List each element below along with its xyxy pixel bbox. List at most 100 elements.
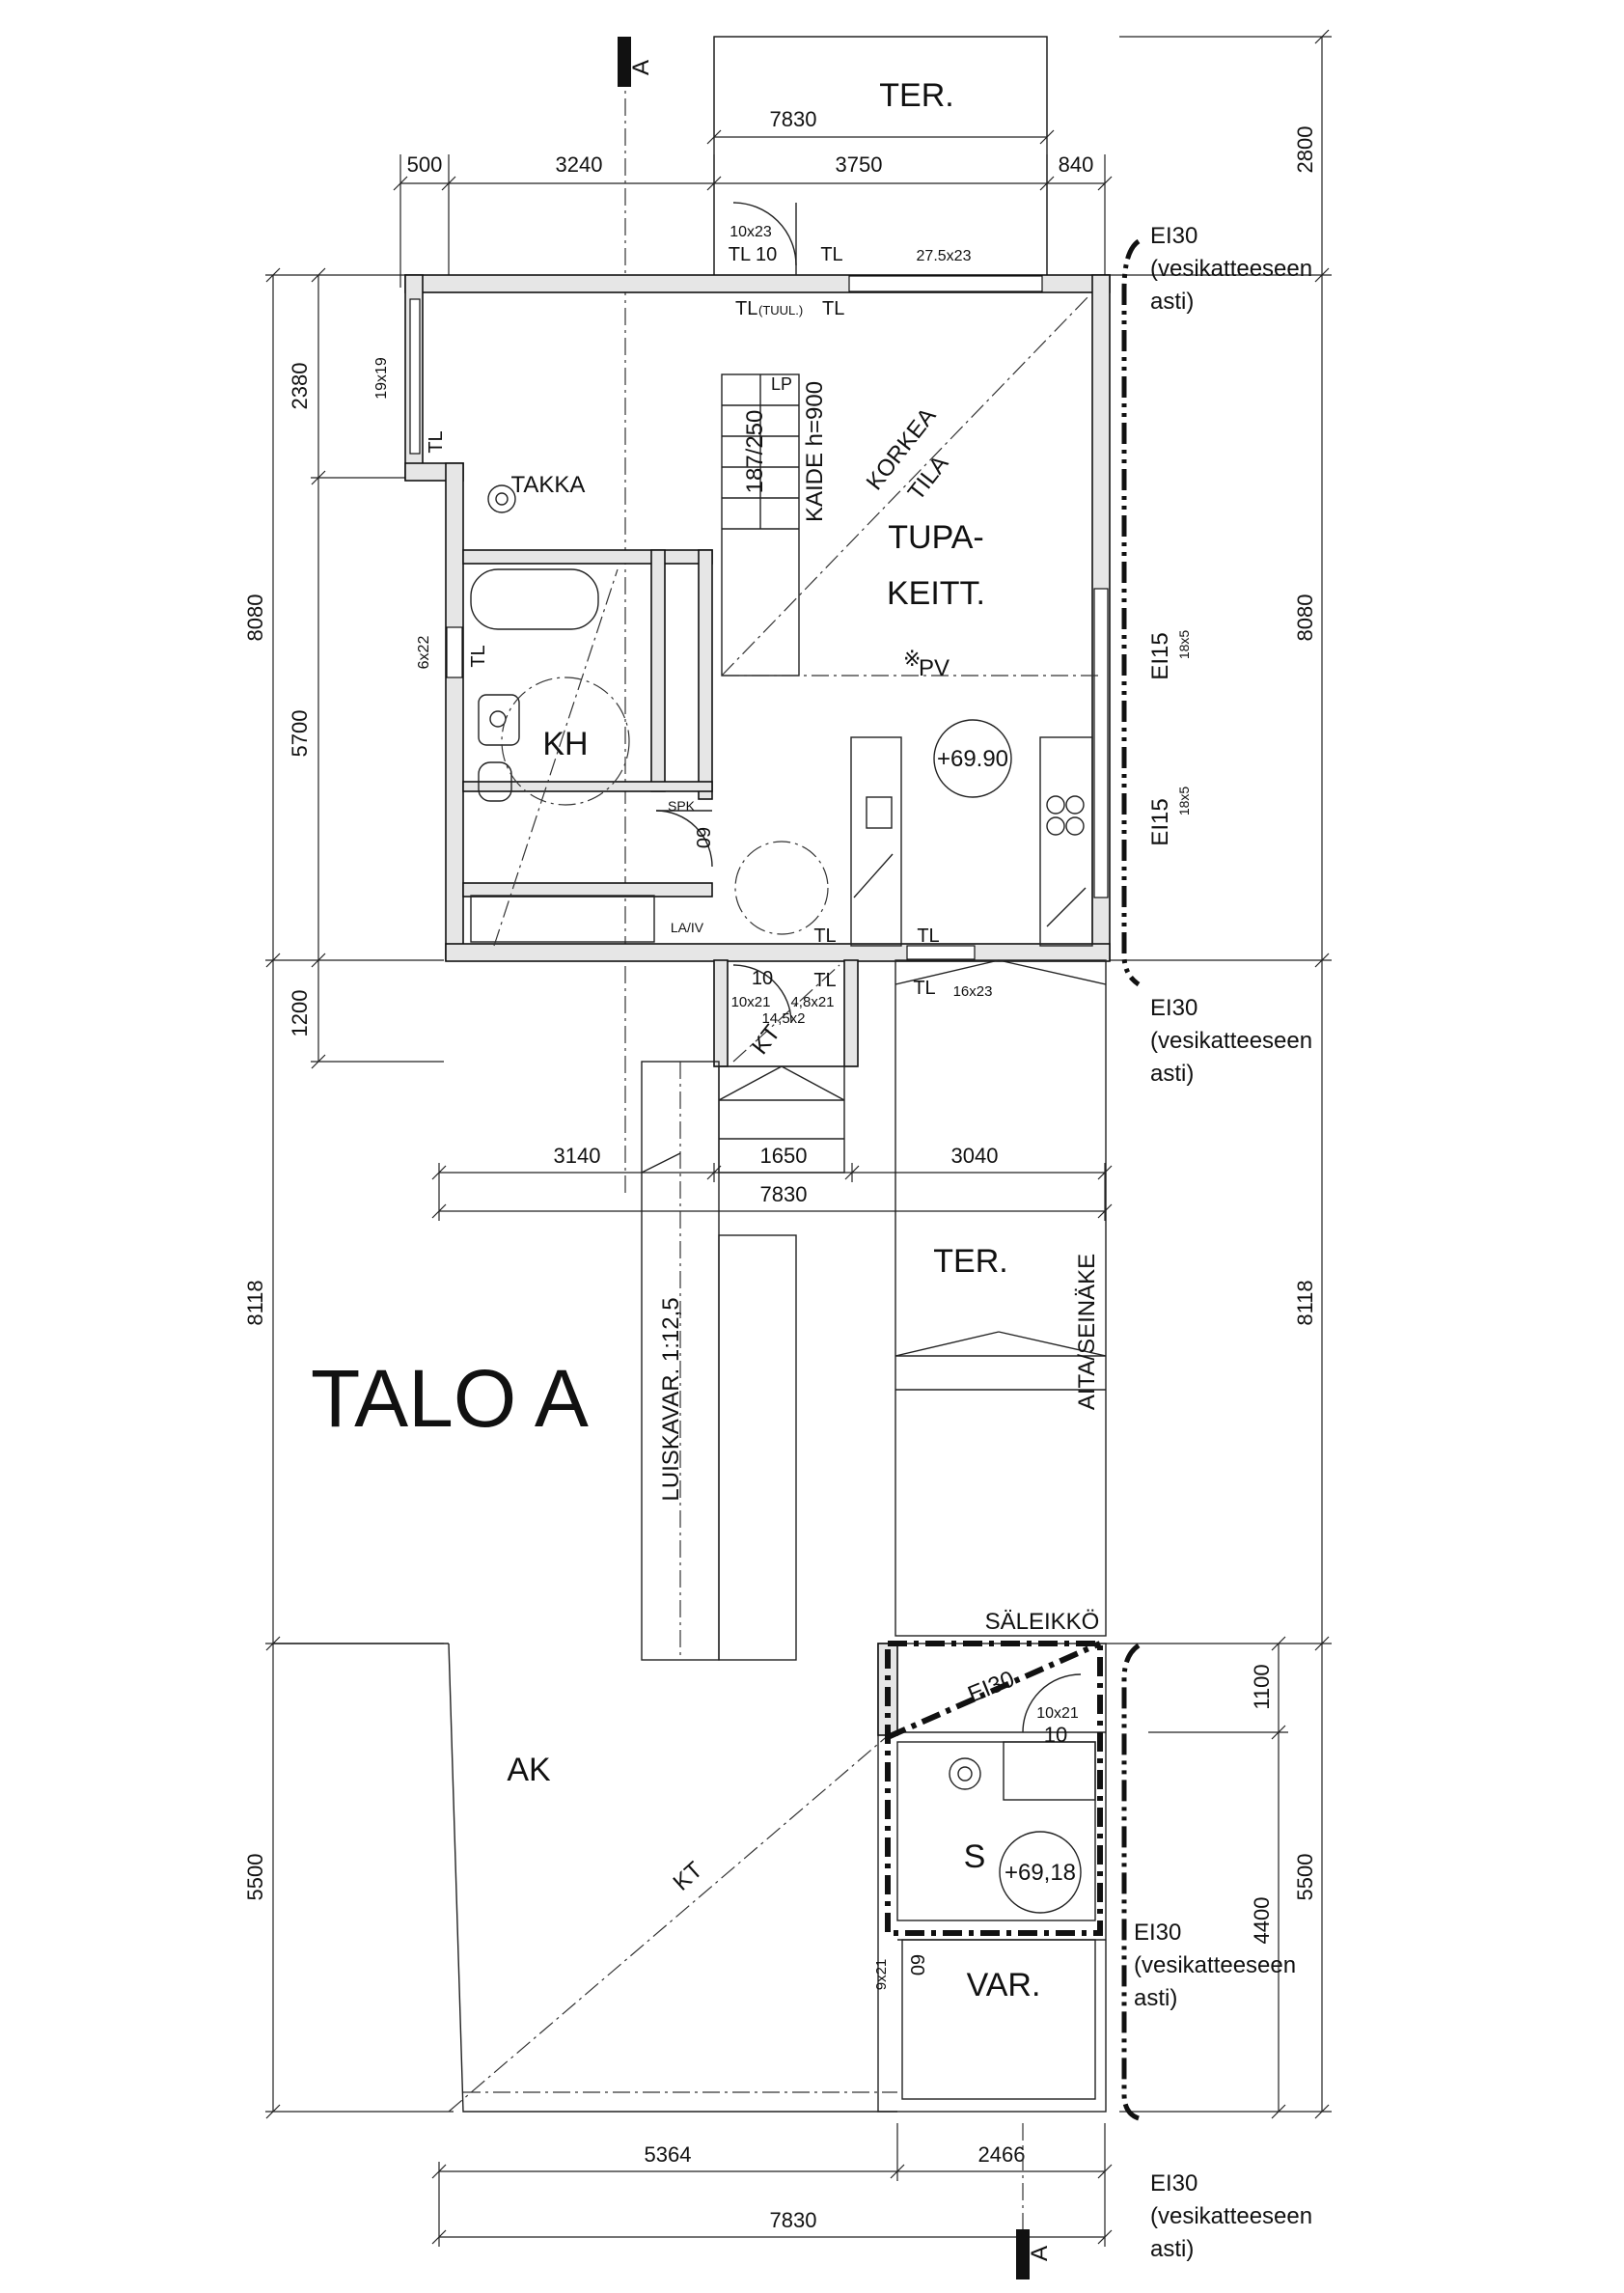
terrace-top: TER.	[713, 36, 1048, 275]
luiskavar-label: LUISKAVAR. 1:12,5	[658, 1297, 684, 1501]
room-tupa-1: TUPA-	[888, 519, 983, 556]
kaide-label: KAIDE h=900	[802, 381, 828, 522]
fire-compartment: EI30 SÄLEIKKÖ	[885, 1609, 1103, 1936]
fire-note-2-l3: asti)	[1150, 1061, 1194, 1087]
kt-lower-label: KT	[669, 1857, 708, 1896]
ramp: LUISKAVAR. 1:12,5	[641, 1061, 797, 1661]
dim-top-500: 500	[407, 152, 443, 177]
fire-note-1-l1: EI30	[1150, 223, 1197, 249]
dim-mid-3040: 3040	[951, 1144, 999, 1168]
d-10-b: 10	[1044, 1723, 1067, 1747]
ei15-a: EI15	[1147, 632, 1173, 679]
ei15-b: EI15	[1147, 798, 1173, 845]
stair-label: 187/250	[742, 410, 768, 494]
d-60-b: 60	[906, 1954, 927, 1975]
fire-walls	[1121, 238, 1141, 2121]
tuul-label: (TUUL.)	[758, 303, 803, 318]
dim-left-8080: 8080	[243, 594, 267, 642]
fire-note-2-l1: EI30	[1150, 995, 1197, 1021]
fireplace: TAKKA	[487, 472, 586, 513]
dim-right-8118: 8118	[1293, 1280, 1317, 1325]
room-ter-mid: TER.	[933, 1243, 1007, 1280]
dim-left-8118: 8118	[243, 1280, 267, 1325]
opening-labels: 10x23 TL 10 TL 27.5x23 TL (TUUL.) TL 19x…	[373, 202, 1192, 1991]
fire-note-4-l3: asti)	[1150, 2236, 1194, 2262]
tl-tuul: TL	[735, 298, 757, 319]
tl-g: TL	[813, 970, 836, 991]
fire-note-1-l3: asti)	[1150, 289, 1194, 315]
dim-mid-1650: 1650	[760, 1144, 808, 1168]
pv-label: PV	[919, 655, 950, 681]
tl-a: TL	[820, 244, 842, 265]
room-s: S	[964, 1838, 986, 1875]
dim-mid-7830: 7830	[760, 1182, 808, 1206]
section-label-bottom: A	[1027, 2246, 1053, 2261]
saleikko-label: SÄLEIKKÖ	[985, 1609, 1100, 1635]
fire-note-2: EI30 (vesikatteeseen asti)	[1150, 995, 1312, 1087]
fire-note-1: EI30 (vesikatteeseen asti)	[1150, 223, 1312, 315]
w-27-5x23: 27.5x23	[917, 248, 972, 264]
takka-label: TAKKA	[511, 472, 586, 498]
entrance: KT	[713, 959, 859, 1174]
fire-note-3-l2: (vesikatteeseen	[1134, 1952, 1296, 1978]
dim-right-8080: 8080	[1293, 594, 1317, 642]
dim-left-5500: 5500	[243, 1854, 267, 1901]
terrace-mid: TER. AITA/SEINÄKE	[895, 959, 1107, 1637]
fire-note-4: EI30 (vesikatteeseen asti)	[1150, 2170, 1312, 2262]
section-marker-top	[618, 37, 631, 87]
title: TALO A	[311, 1353, 589, 1444]
dim-top-840: 840	[1059, 152, 1094, 177]
bathroom-kh: KH SPK LA/IV	[470, 568, 713, 947]
room-tupa-2: KEITT.	[887, 575, 985, 612]
spk-label: SPK	[668, 798, 696, 814]
korkea-tila: KORKEA TILA	[862, 403, 954, 506]
tl-f: TL	[917, 925, 939, 947]
d-60: 60	[692, 827, 713, 848]
stairs: 187/250 LP KAIDE h=900	[721, 293, 1100, 677]
room-var: VAR.	[967, 1967, 1041, 2003]
fire-note-2-l2: (vesikatteeseen	[1150, 1028, 1312, 1054]
section-label-top: A	[628, 60, 654, 75]
tl-d: TL	[468, 645, 489, 667]
room-ak: AK	[507, 1752, 551, 1788]
dim-bot-7830: 7830	[770, 2208, 817, 2232]
w-18x5-b: 18x5	[1176, 787, 1192, 816]
dim-bot-2466: 2466	[978, 2142, 1026, 2167]
level-lower: +69,18	[1005, 1860, 1076, 1886]
w-4-8x21: 4,8x21	[790, 994, 834, 1010]
tl10-label: TL 10	[729, 244, 777, 265]
section-marker-bottom	[1016, 2229, 1030, 2279]
d-10: 10	[752, 968, 773, 989]
ak-area: AK KT	[273, 1643, 898, 2113]
tl-b: TL	[822, 298, 844, 319]
dim-right-5500: 5500	[1293, 1854, 1317, 1901]
aita-label: AITA/SEINÄKE	[1074, 1254, 1100, 1410]
w-6x22: 6x22	[416, 636, 432, 670]
w-9x21: 9x21	[873, 1959, 890, 1991]
w-18x5-a: 18x5	[1176, 630, 1192, 660]
dim-right-4400: 4400	[1250, 1897, 1274, 1945]
kitchen: +69.90	[734, 719, 1093, 947]
fire-note-3-l1: EI30	[1134, 1920, 1181, 1946]
tl-e: TL	[813, 925, 836, 947]
room-kh: KH	[542, 726, 588, 762]
fire-note-4-l1: EI30	[1150, 2170, 1197, 2196]
w-14-5x2: 14,5x2	[761, 1010, 805, 1027]
sauna-block: +69,18 S VAR.	[877, 1643, 1107, 2113]
dim-bot-5364: 5364	[645, 2142, 692, 2167]
dimension-texts: 7830 500 3240 3750 840 2380 8080 5700 12…	[243, 107, 1317, 2232]
tl-c: TL	[426, 430, 447, 453]
fire-note-3: EI30 (vesikatteeseen asti)	[1134, 1920, 1296, 2011]
upper-walls	[404, 274, 1111, 962]
fire-note-4-l2: (vesikatteeseen	[1150, 2203, 1312, 2229]
w-10x21: 10x21	[731, 994, 771, 1010]
dim-left-5700: 5700	[288, 710, 312, 758]
dim-mid-3140: 3140	[554, 1144, 601, 1168]
tila-label: TILA	[903, 451, 953, 506]
lp-label: LP	[771, 374, 792, 394]
room-ter-top: TER.	[879, 77, 953, 114]
dim-top-3240: 3240	[556, 152, 603, 177]
dim-top-3750: 3750	[836, 152, 883, 177]
dim-right-1100: 1100	[1250, 1664, 1274, 1709]
